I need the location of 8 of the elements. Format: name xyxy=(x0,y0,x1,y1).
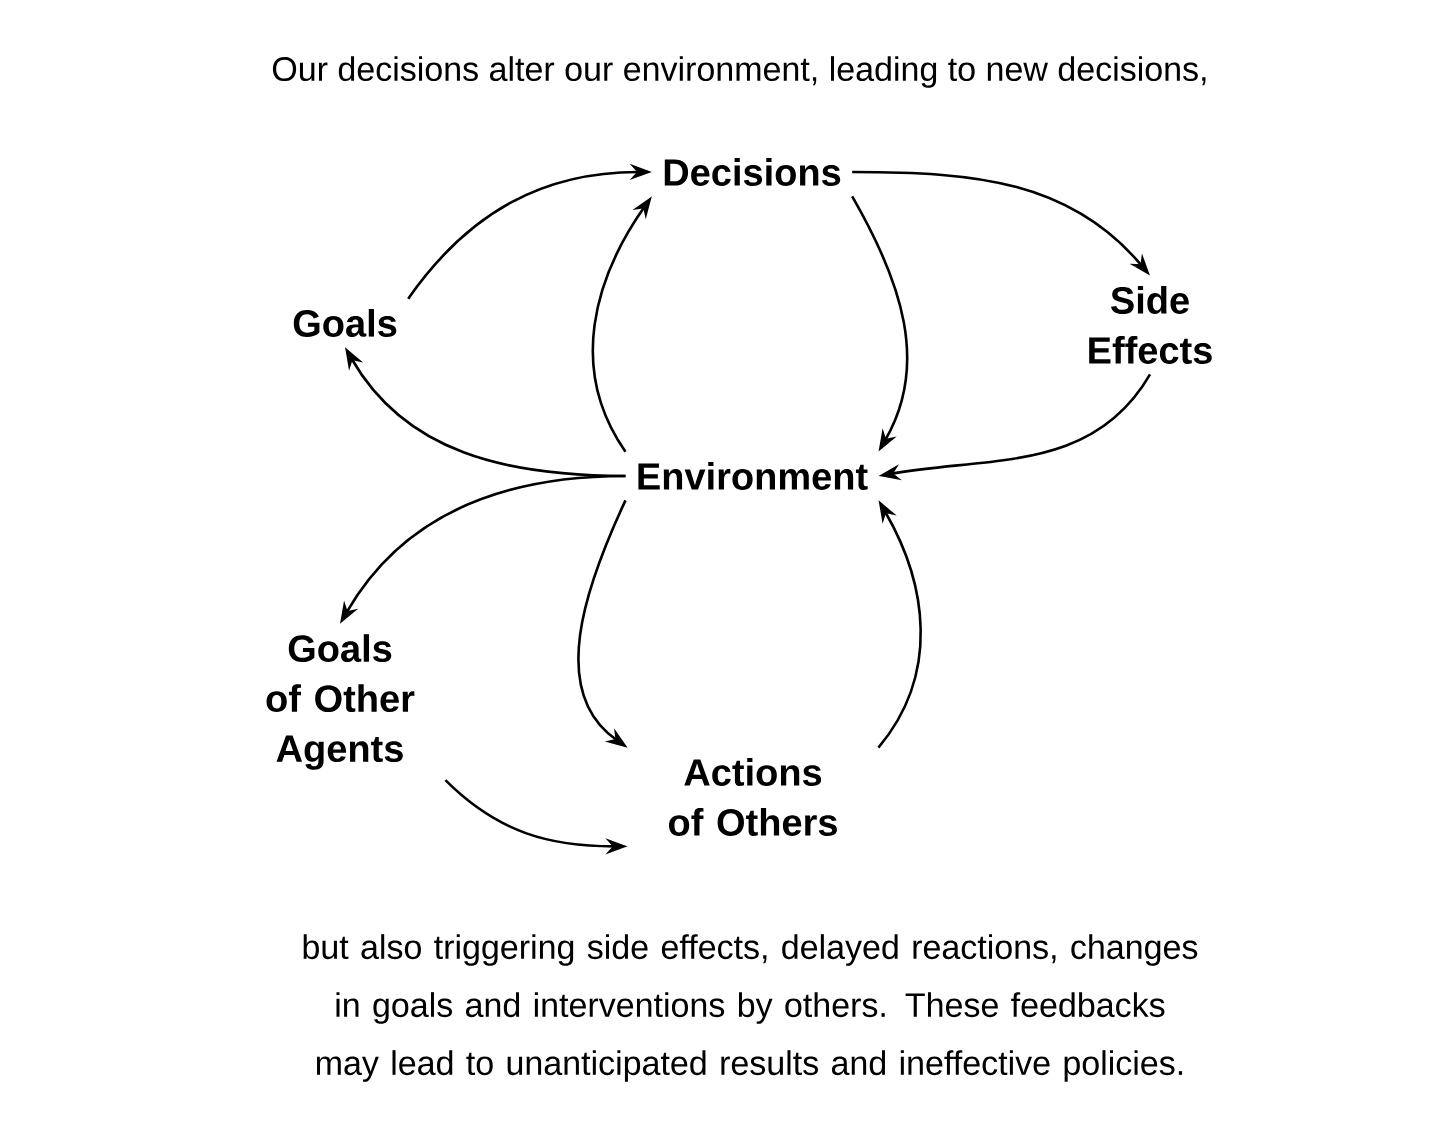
node-label: Decisions xyxy=(664,158,841,186)
node-label: Actions of Others xyxy=(669,758,837,836)
node-label: Goals xyxy=(293,309,397,337)
node-label: Side Effects xyxy=(1089,286,1212,364)
caption: but also triggering side effects, delayed reactions, changes in goals and interventions by others. These feedbacks may lead to unanticipated results and ineffective policies. xyxy=(303,934,1198,1082)
node-label: Goals of Other Agents xyxy=(266,634,415,770)
node-label: Environment xyxy=(638,462,868,490)
heading: Our decisions alter our environment, leading to new decisions, xyxy=(272,56,1206,88)
